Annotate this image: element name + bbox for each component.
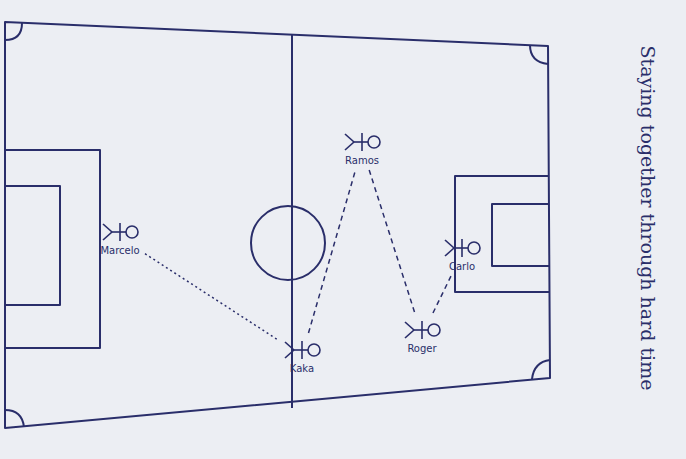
stick-figure <box>442 235 482 261</box>
title-text: Staying together through hard time <box>637 46 659 391</box>
pass-line <box>433 276 451 313</box>
corner-arc <box>530 45 548 64</box>
player-name: Roger <box>407 343 436 354</box>
player-name: Kaka <box>290 363 314 374</box>
penalty-box <box>5 150 100 348</box>
pass-line <box>145 254 277 340</box>
player-name: Carlo <box>449 261 475 272</box>
corner-arc <box>5 23 22 40</box>
center-circle <box>251 206 325 280</box>
stick-figure <box>282 337 322 363</box>
player-figure: Roger <box>399 315 445 356</box>
goal-area <box>5 186 60 305</box>
player-figure: Kaka <box>279 335 325 376</box>
corner-arc <box>532 360 550 379</box>
field-outline <box>5 22 550 428</box>
corner-arc <box>5 410 24 427</box>
stick-figure <box>402 317 442 343</box>
player-figure: Carlo <box>439 233 485 274</box>
player-figure: Ramos <box>339 127 385 168</box>
pass-line <box>369 170 415 313</box>
stick-figure <box>342 129 382 155</box>
pass-line <box>308 170 355 333</box>
player-figure: Marcelo <box>97 217 143 258</box>
player-name: Marcelo <box>100 245 139 256</box>
penalty-box <box>455 176 549 292</box>
goal-area <box>492 204 549 266</box>
player-name: Ramos <box>345 155 379 166</box>
stick-figure <box>100 219 140 245</box>
